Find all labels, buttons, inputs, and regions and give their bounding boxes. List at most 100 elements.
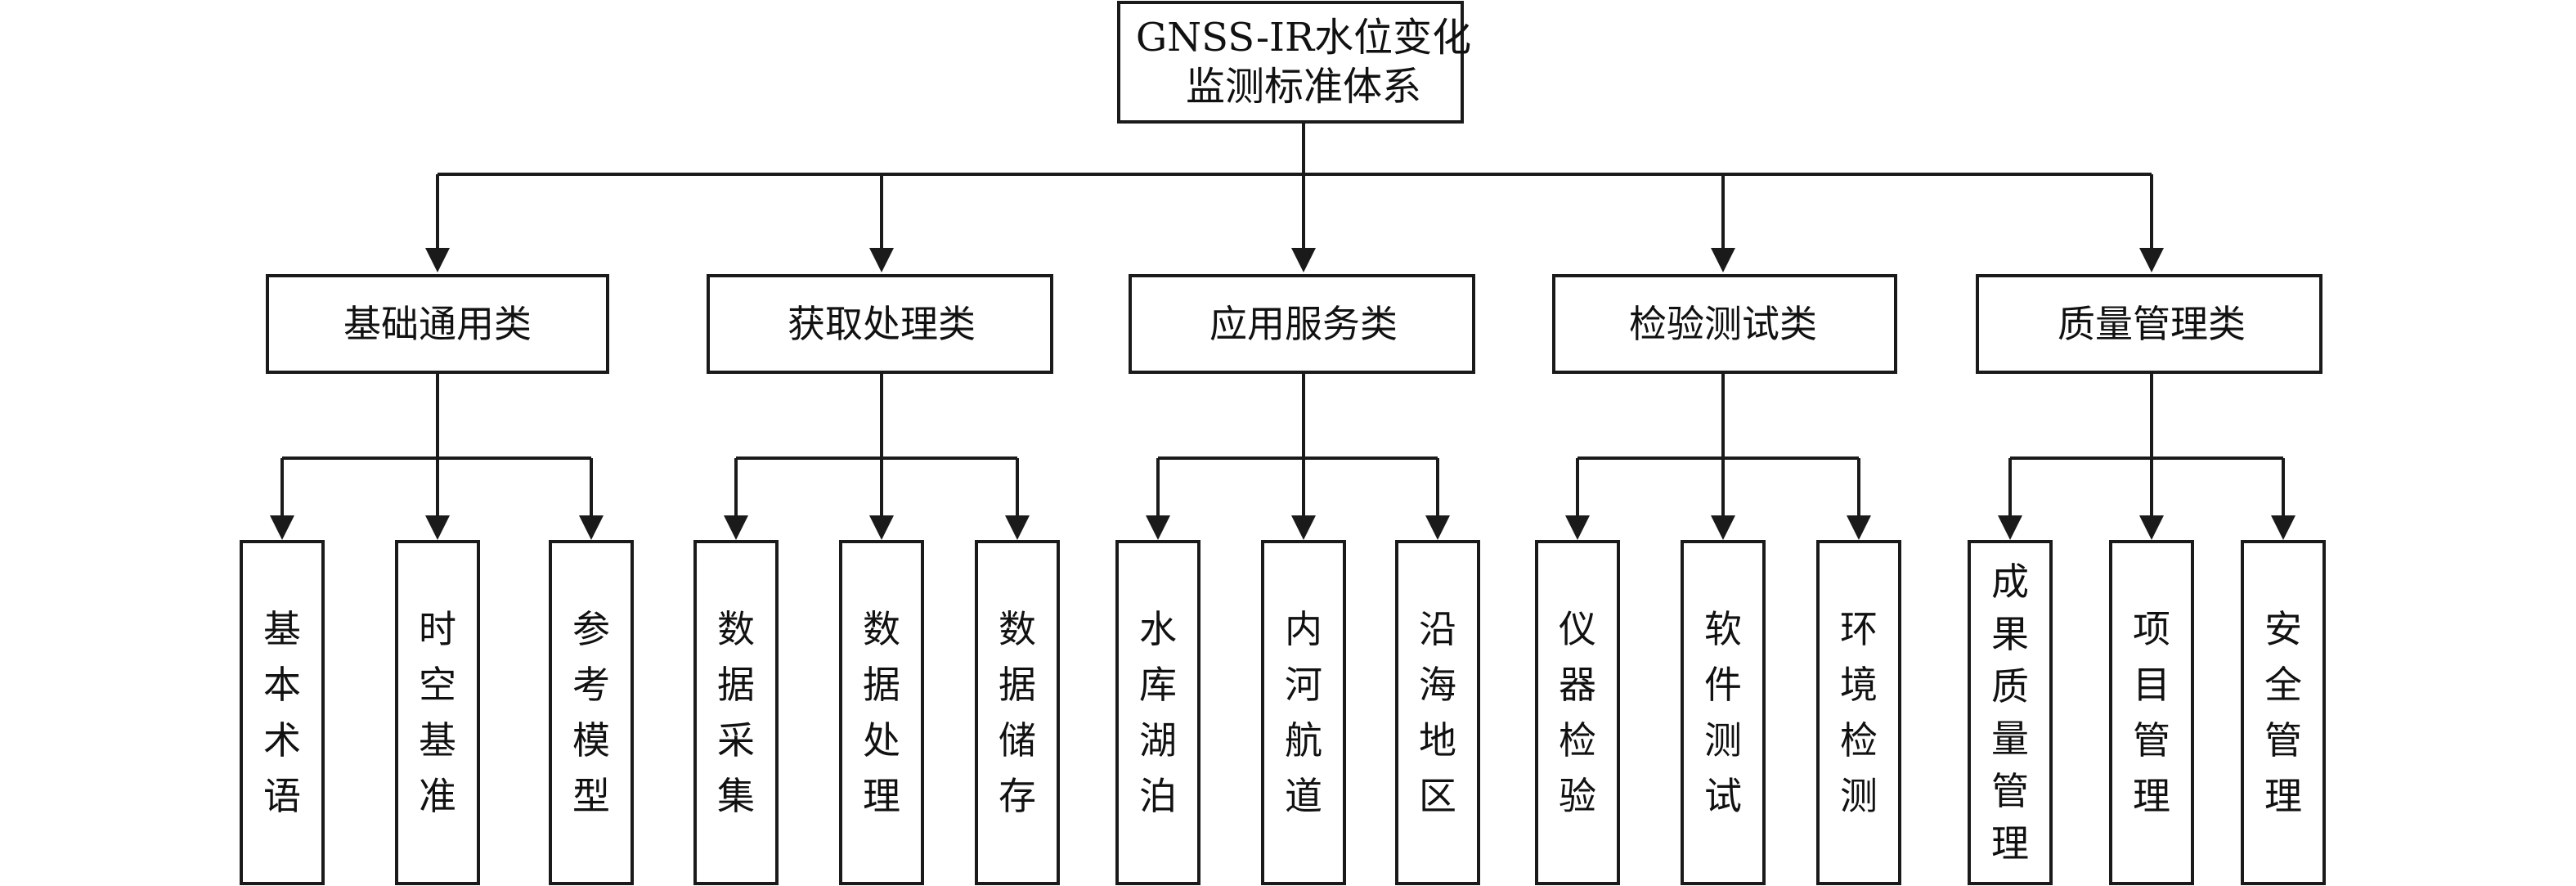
- leaf-label-char: 河: [1285, 663, 1322, 707]
- leaf-label-char: 安: [2264, 607, 2302, 651]
- leaf-label-char: 参: [572, 607, 610, 651]
- category-arrow-head: [425, 248, 450, 272]
- leaf-arrow-head: [270, 515, 294, 540]
- leaf-label-char: 测: [1704, 718, 1742, 762]
- leaf-label-char: 库: [1139, 663, 1177, 707]
- leaf-label-char: 环: [1840, 607, 1878, 651]
- category-label: 应用服务类: [1209, 302, 1398, 346]
- leaf-label-char: 准: [419, 774, 456, 818]
- leaf-label-char: 管: [2133, 718, 2170, 762]
- leaf-label-char: 道: [1285, 774, 1322, 818]
- leaf-label-char: 理: [863, 774, 900, 818]
- leaf-label-char: 软: [1704, 607, 1742, 651]
- leaf-label: 基本术语: [263, 607, 301, 818]
- leaf-label: 内河航道: [1285, 607, 1322, 818]
- leaf-label-char: 量: [1991, 717, 2029, 761]
- leaf-label-char: 项: [2133, 607, 2170, 651]
- leaf-label: 参考模型: [572, 607, 610, 818]
- leaf-label-char: 湖: [1139, 718, 1177, 762]
- leaf-arrow-head: [724, 515, 748, 540]
- leaf-label-char: 术: [263, 718, 301, 762]
- leaf-label: 时空基准: [419, 607, 456, 818]
- leaf-label: 项目管理: [2133, 607, 2170, 818]
- leaf-label-char: 集: [717, 774, 755, 818]
- leaf-label-char: 数: [717, 607, 755, 651]
- leaf-arrow-head: [1847, 515, 1871, 540]
- leaf-arrow-head: [869, 515, 894, 540]
- leaf-label-char: 检: [1840, 718, 1878, 762]
- leaf-label-char: 模: [572, 718, 610, 762]
- leaf-label: 数据采集: [717, 607, 755, 818]
- leaf-label: 数据处理: [863, 607, 900, 818]
- leaf-label-char: 件: [1704, 663, 1742, 707]
- leaf-label-char: 据: [999, 663, 1036, 707]
- leaf-label-char: 海: [1419, 663, 1456, 707]
- leaf-label-char: 储: [999, 718, 1036, 762]
- leaf-label-char: 内: [1285, 607, 1322, 651]
- leaf-label-char: 地: [1419, 718, 1456, 762]
- leaf-arrow-head: [1425, 515, 1450, 540]
- leaf-box: [1681, 540, 1766, 885]
- leaf-arrow-head: [2139, 515, 2164, 540]
- leaf-box: [549, 540, 634, 885]
- leaf-box: [1968, 540, 2053, 885]
- leaf-label-char: 管: [2264, 718, 2302, 762]
- leaf-label-char: 本: [263, 663, 301, 707]
- leaf-arrow-head: [2271, 515, 2296, 540]
- leaf-label-char: 境: [1840, 663, 1878, 707]
- leaf-box: [975, 540, 1060, 885]
- root-title-line: 监测标准体系: [1186, 64, 1421, 110]
- leaf-label: 软件测试: [1704, 607, 1742, 818]
- leaf-label-char: 理: [1991, 821, 2029, 866]
- category-box: [1552, 274, 1897, 374]
- leaf-box: [693, 540, 779, 885]
- leaf-label-char: 验: [1559, 774, 1596, 818]
- leaf-arrow-head: [1711, 515, 1735, 540]
- leaf-label-char: 考: [572, 663, 610, 707]
- leaf-label-char: 基: [419, 718, 456, 762]
- leaf-arrow-head: [579, 515, 604, 540]
- leaf-box: [240, 540, 325, 885]
- leaf-arrow-head: [1998, 515, 2022, 540]
- leaf-label: 安全管理: [2264, 607, 2302, 818]
- leaf-label-char: 全: [2264, 663, 2302, 707]
- category-box: [1976, 274, 2322, 374]
- leaf-label-char: 型: [572, 774, 610, 818]
- leaf-label-char: 质: [1991, 664, 2029, 708]
- category-label: 检验测试类: [1629, 302, 1817, 346]
- leaf-label-char: 成: [1991, 560, 2029, 604]
- leaf-arrow-head: [1005, 515, 1030, 540]
- leaf-label-char: 据: [717, 663, 755, 707]
- leaf-box: [2109, 540, 2194, 885]
- leaf-label-char: 仪: [1559, 607, 1596, 651]
- leaf-label: 水库湖泊: [1139, 607, 1177, 818]
- leaf-label-char: 语: [263, 774, 301, 818]
- category-arrow-head: [1291, 248, 1316, 272]
- category-arrow-head: [1711, 248, 1735, 272]
- leaf-label-char: 存: [999, 774, 1036, 818]
- leaf-label-char: 目: [2133, 663, 2170, 707]
- leaf-label: 成果质量管理: [1991, 560, 2029, 866]
- category-arrow-head: [869, 248, 894, 272]
- leaf-label-char: 理: [2264, 774, 2302, 818]
- leaf-label-char: 理: [2133, 774, 2170, 818]
- leaf-box: [839, 540, 924, 885]
- leaf-label-char: 区: [1419, 774, 1456, 818]
- leaf-box: [1261, 540, 1346, 885]
- root-title-line: GNSS-IR水位变化: [1136, 15, 1471, 61]
- leaf-label-char: 试: [1704, 774, 1742, 818]
- category-label: 质量管理类: [2058, 302, 2246, 346]
- leaf-label: 环境检测: [1840, 607, 1878, 818]
- leaf-label-char: 数: [863, 607, 900, 651]
- leaf-arrow-head: [1146, 515, 1170, 540]
- leaf-label-char: 器: [1559, 663, 1596, 707]
- leaf-label: 沿海地区: [1419, 607, 1456, 818]
- leaf-box: [1395, 540, 1480, 885]
- category-box: [266, 274, 609, 374]
- leaf-arrow-head: [425, 515, 450, 540]
- leaf-label-char: 检: [1559, 718, 1596, 762]
- leaf-label-char: 处: [863, 718, 900, 762]
- leaf-box: [1535, 540, 1620, 885]
